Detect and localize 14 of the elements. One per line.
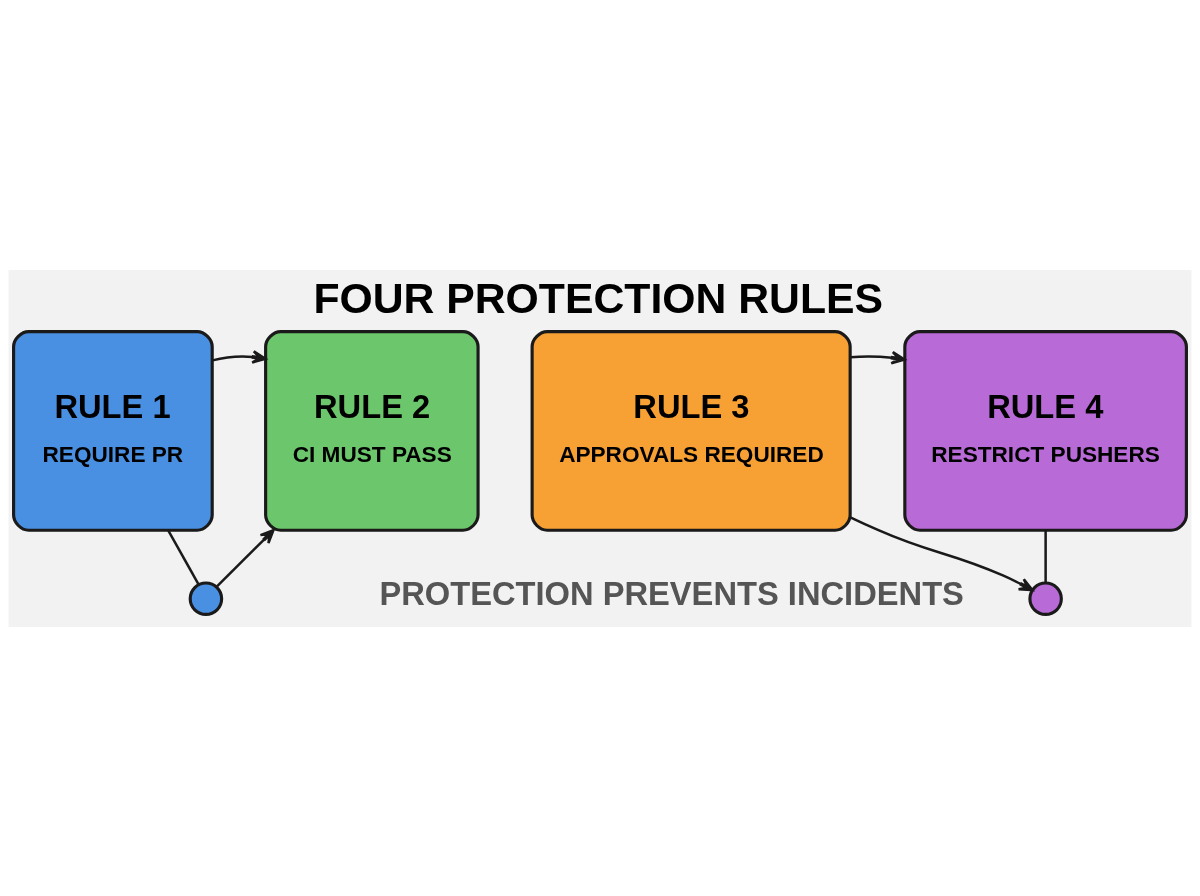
caption: PROTECTION PREVENTS INCIDENTS [379, 574, 964, 612]
arrow [212, 349, 267, 364]
node-box: RULE 3 APPROVALS REQUIRED [530, 329, 852, 532]
diagram-title: FOUR PROTECTION RULES [313, 273, 883, 322]
node-box: RULE 2 CI MUST PASS [264, 329, 480, 532]
node-circle [1028, 580, 1063, 616]
node-circle [188, 580, 224, 616]
arrow [850, 350, 906, 365]
arrow [849, 515, 1034, 591]
arrow [215, 528, 275, 588]
connector [167, 529, 200, 585]
node-box: RULE 4 RESTRICT PUSHERS [903, 329, 1188, 532]
node-box: RULE 1 REQUIRE PR [12, 329, 214, 532]
connector [1044, 529, 1047, 583]
